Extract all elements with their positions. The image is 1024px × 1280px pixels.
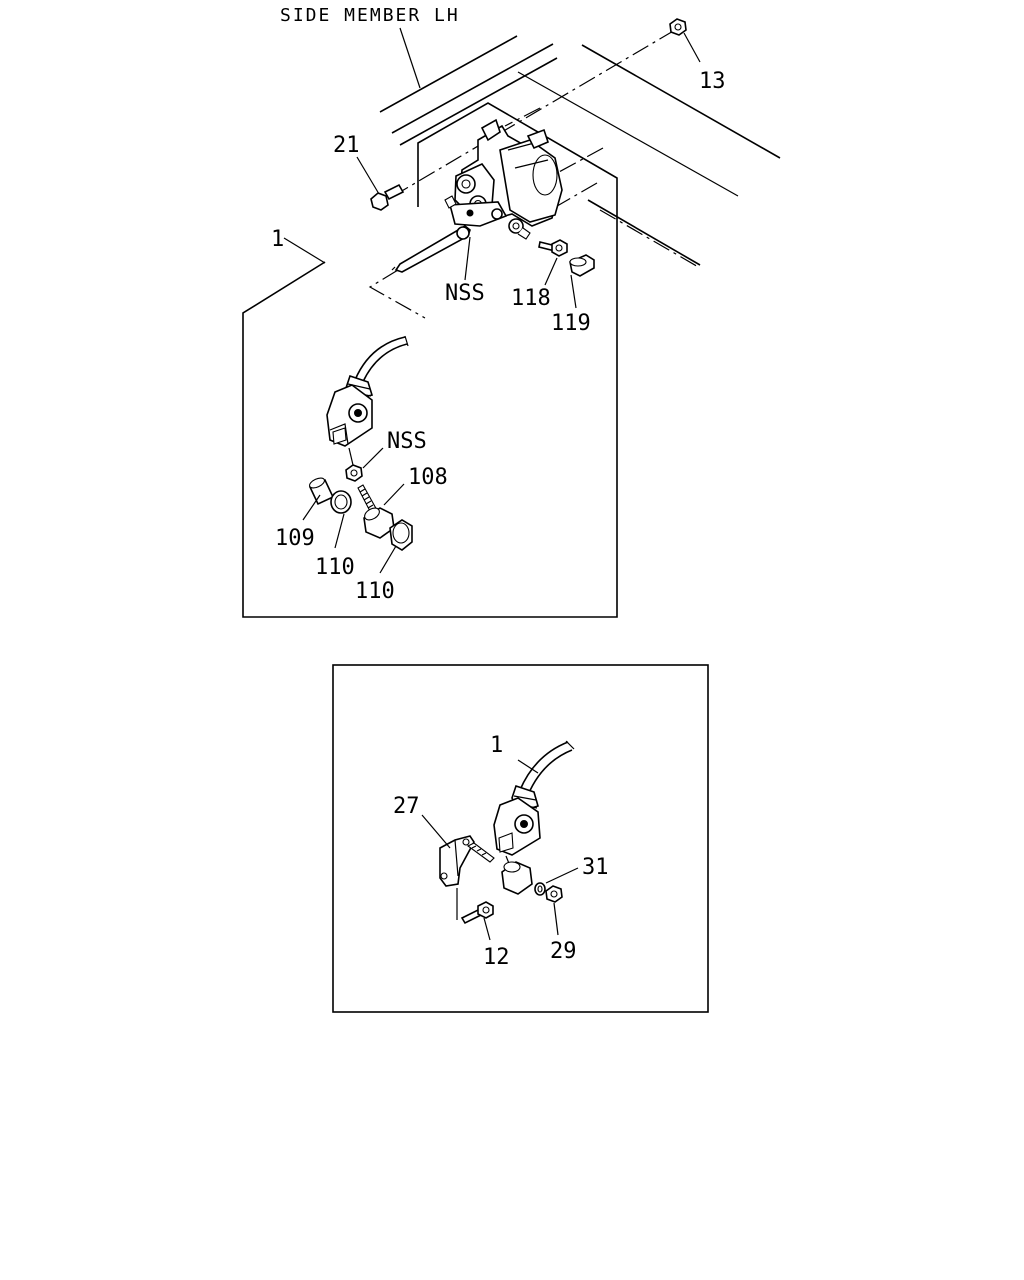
callout-119: 119: [551, 311, 591, 336]
callout-110-a: 110: [315, 555, 355, 580]
side-member-leader: [399, 27, 421, 89]
bolt-icon: [538, 239, 568, 257]
cap-icon: [569, 254, 595, 277]
bolt-icon: [370, 183, 405, 211]
bracket-icon: [439, 835, 495, 887]
side-member-rails: [379, 35, 781, 269]
callout-108: 108: [408, 465, 448, 490]
lower-view-frame: [332, 664, 709, 1013]
link-assembly-icon: [493, 784, 541, 895]
upper-view: SIDE MEMBER LH 13 21: [242, 5, 781, 618]
bolt-icon: [460, 901, 494, 925]
link-assembly-icon: [326, 335, 409, 447]
callout-27: 27: [393, 794, 420, 819]
stud-icon: [357, 484, 395, 539]
callout-nss-lower: NSS: [387, 429, 427, 454]
callout-109: 109: [275, 526, 315, 551]
callout-13: 13: [699, 69, 726, 94]
bushing-icon: [389, 519, 413, 551]
callout-12: 12: [483, 945, 510, 970]
washer-icon: [534, 882, 546, 896]
bushing-icon: [330, 490, 352, 514]
callout-110-b: 110: [355, 579, 395, 604]
callout-21: 21: [333, 133, 360, 158]
callout-1: 1: [271, 227, 284, 252]
bolt-axis-line: [394, 29, 676, 196]
nut-icon: [545, 885, 563, 903]
callout-nss-upper: NSS: [445, 281, 485, 306]
callout-31: 31: [582, 855, 609, 880]
lower-view: 1 27 12 31: [332, 664, 709, 1013]
callout-118: 118: [511, 286, 551, 311]
pin-icon: [308, 477, 335, 506]
upper-view-frame: [242, 102, 618, 618]
nut-icon: [669, 18, 687, 36]
callout-29: 29: [550, 939, 577, 964]
leveling-valve-icon: [391, 118, 563, 273]
nut-icon: [345, 464, 363, 482]
side-member-label: SIDE MEMBER LH: [280, 5, 460, 26]
callout-1-lower: 1: [490, 733, 503, 758]
